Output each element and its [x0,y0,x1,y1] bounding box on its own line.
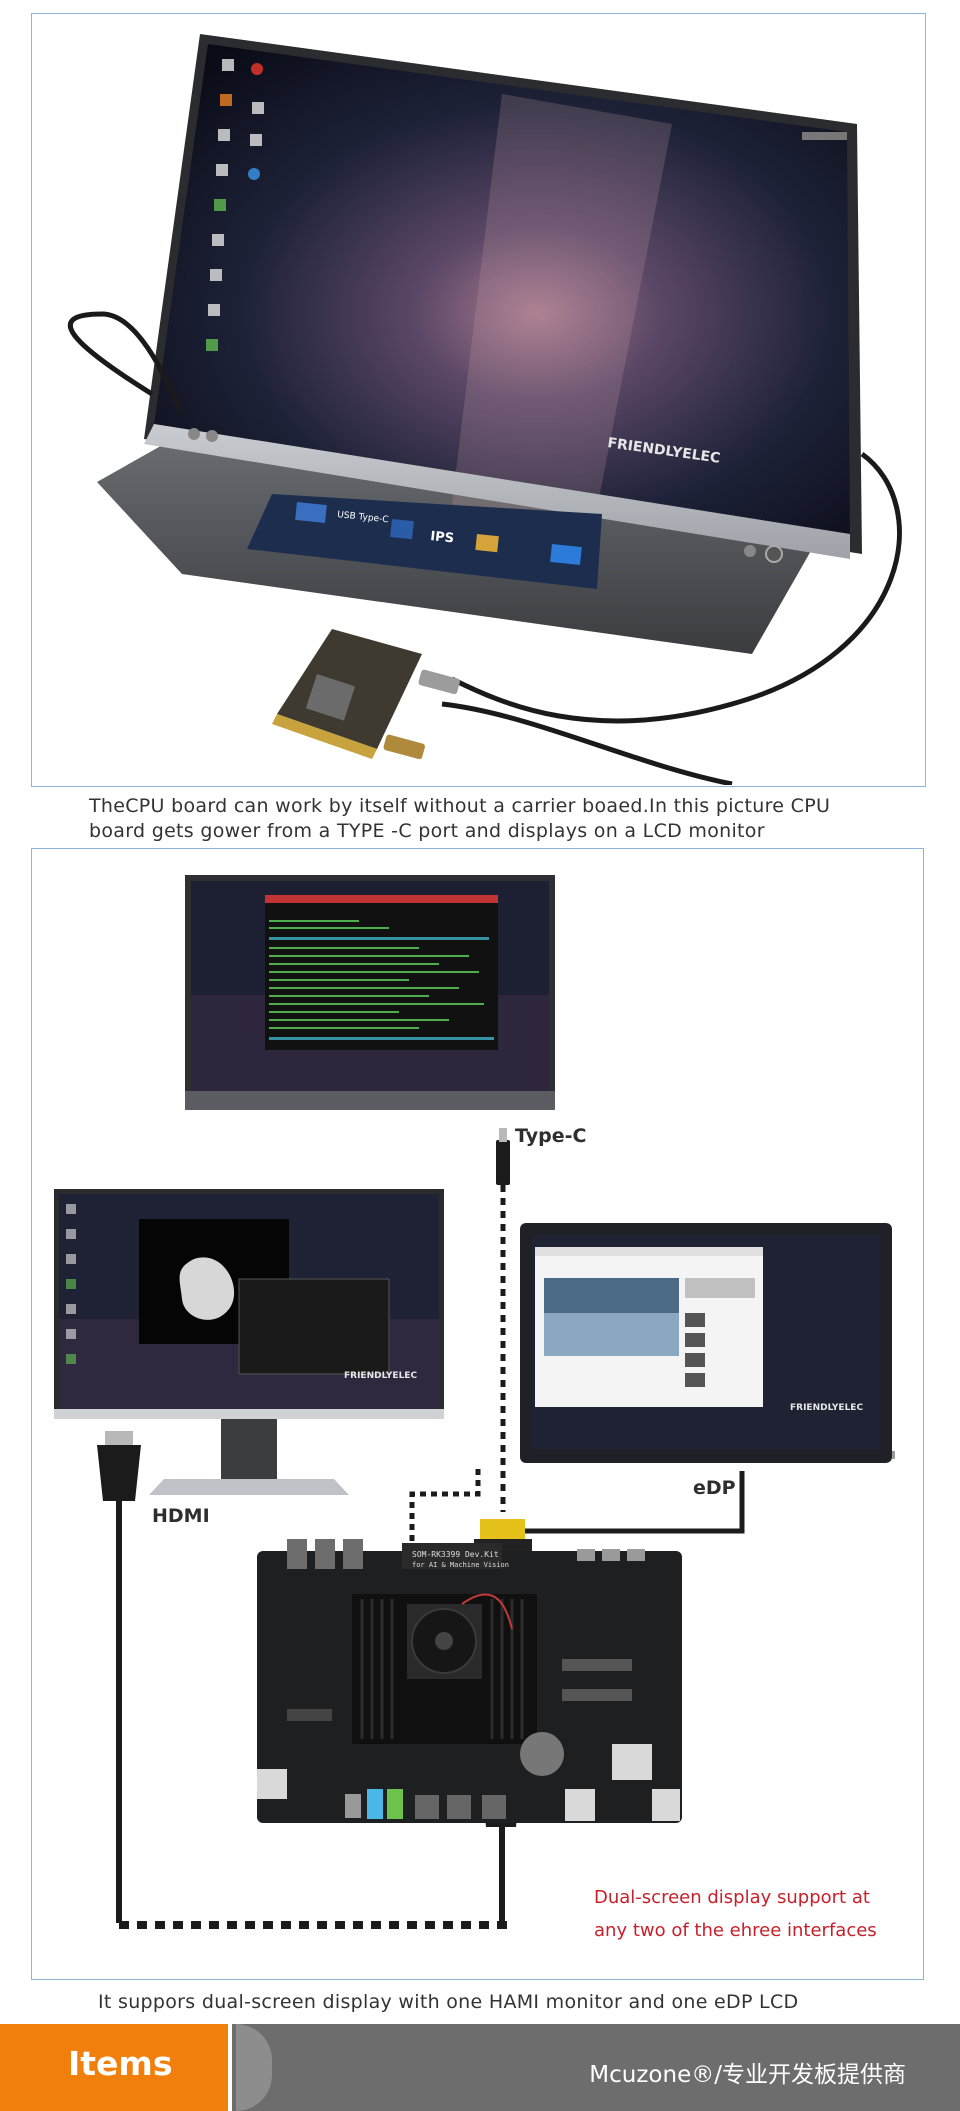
edp-lcd-photo [520,1223,895,1463]
hdmi-cable-left [97,1431,141,1923]
photo-frame-2: Type-C FRIENDLYELEC FRIENDLYELEC [31,848,924,1980]
edp-cable [474,1471,745,1553]
footer-orange-block [0,2024,232,2111]
lcd-monitor-photo: FRIENDLYELEC USB Type-C IPS [68,34,902,785]
footer-bar: Items Mcuzone®/专业开发板提供商 [0,2024,960,2111]
monitor-brand-right: FRIENDLYELEC [790,1403,864,1413]
dev-board-photo: SOM-RK3399 Dev.Kit for AI & Machine Visi… [257,1539,682,1823]
label-hdmi: HDMI [152,1505,210,1527]
caption-1-line-1: TheCPU board can work by itself without … [89,795,831,817]
left-monitor-photo [54,1189,444,1495]
caption-1-line-2: board gets gower from a TYPE -C port and… [89,820,765,842]
items-heading: Items [68,2044,173,2083]
photo-frame-1: FRIENDLYELEC USB Type-C IPS [31,13,926,787]
badge-ips: IPS [430,529,455,546]
footer-wedge [236,2024,272,2111]
top-monitor-photo [185,875,555,1110]
caption-2: It suppors dual-screen display with one … [98,1991,799,2013]
footer-brand: Mcuzone®/专业开发板提供商 [589,2062,906,2088]
type-c-cable [496,1128,510,1512]
board-silk-1: SOM-RK3399 Dev.Kit [412,1550,499,1559]
caption-1: TheCPU board can work by itself without … [89,794,909,844]
dual-screen-note-line-2: any two of the ehree interfaces [594,1920,877,1941]
footer-divider [228,2024,232,2111]
board-silk-2: for AI & Machine Vision [412,1561,509,1569]
hdmi-bottom-cable [119,1921,507,1929]
monitor-brand-left: FRIENDLYELEC [344,1371,418,1381]
label-edp: eDP [693,1477,736,1499]
label-type-c: Type-C [515,1125,587,1147]
dual-screen-note: Dual-screen display support at any two o… [594,1881,894,1947]
dual-screen-note-line-1: Dual-screen display support at [594,1887,870,1908]
